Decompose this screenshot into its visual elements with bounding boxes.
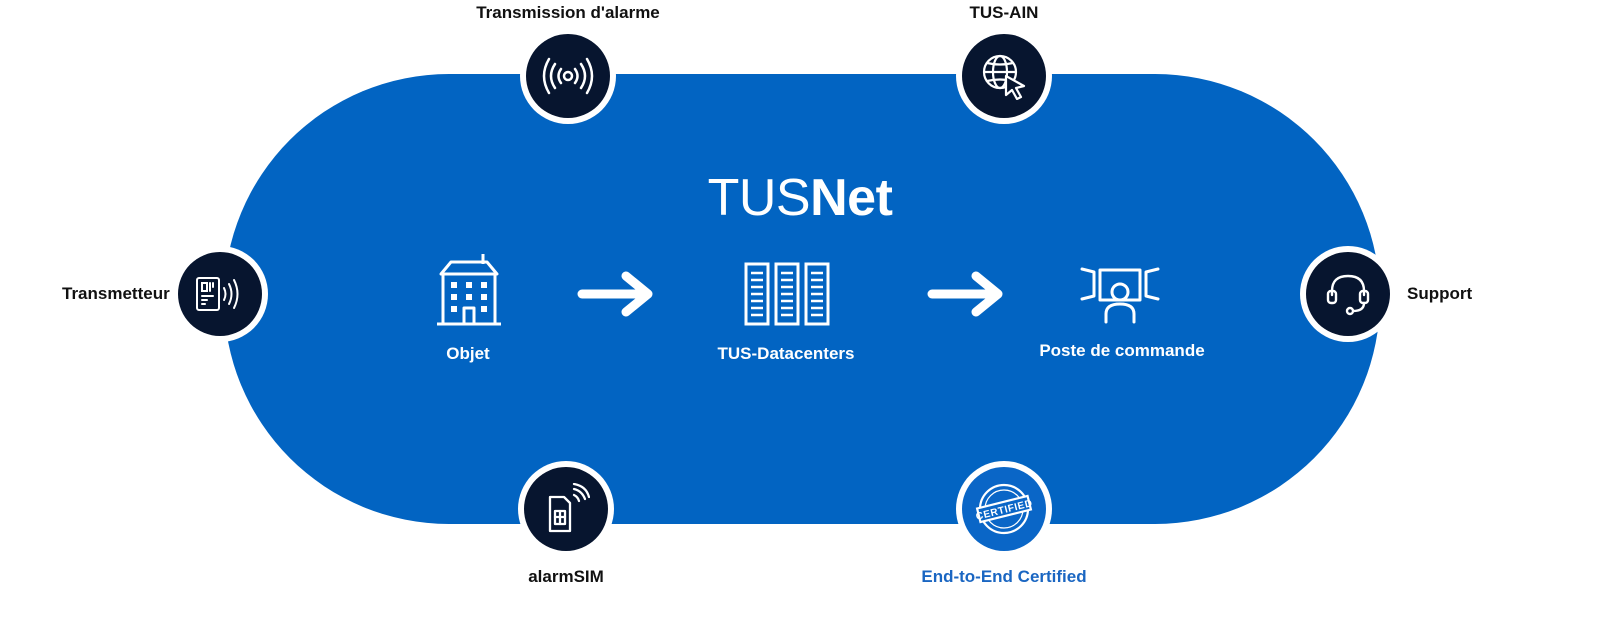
node-label-alarm-transmission: Transmission d'alarme — [476, 3, 660, 22]
title-light-part: TUS — [707, 169, 811, 227]
title-bold-part: Net — [810, 169, 893, 227]
node-label-tus-ain: TUS-AIN — [969, 3, 1039, 22]
node-disc — [178, 252, 262, 336]
flow-label-objet: Objet — [446, 344, 490, 363]
node-certified: CERTIFIED — [956, 461, 1052, 557]
certified-stamp-icon: CERTIFIED — [975, 483, 1033, 535]
building-icon — [437, 252, 501, 331]
arrow-right-icon — [576, 270, 656, 323]
node-disc — [524, 467, 608, 551]
radio-signal-icon — [542, 57, 594, 95]
arrow-right-icon — [926, 270, 1006, 323]
flow-label-poste: Poste de commande — [1039, 341, 1205, 360]
node-disc — [1306, 252, 1390, 336]
node-transmitter — [172, 246, 268, 342]
node-label-alarmsim: alarmSIM — [528, 567, 604, 586]
node-alarmsim — [518, 461, 614, 557]
control-room-operator-icon — [1080, 266, 1160, 329]
sim-card-signal-icon — [548, 483, 590, 533]
node-label-transmitter: Transmetteur — [62, 284, 170, 303]
node-tus-ain — [956, 28, 1052, 124]
node-disc — [962, 34, 1046, 118]
node-disc: CERTIFIED — [962, 467, 1046, 551]
node-support — [1300, 246, 1396, 342]
headset-icon — [1326, 274, 1370, 316]
tusnet-platform-shape — [224, 74, 1380, 524]
server-racks-icon — [744, 262, 830, 331]
globe-cursor-icon — [982, 54, 1026, 100]
transmitter-device-icon — [196, 277, 239, 311]
node-label-certified: End-to-End Certified — [921, 567, 1087, 586]
node-alarm-transmission — [520, 28, 616, 124]
flow-label-datacenters: TUS-Datacenters — [717, 344, 855, 363]
node-label-support: Support — [1407, 284, 1473, 303]
diagram-title: TUSNet — [0, 168, 1600, 228]
node-disc — [526, 34, 610, 118]
